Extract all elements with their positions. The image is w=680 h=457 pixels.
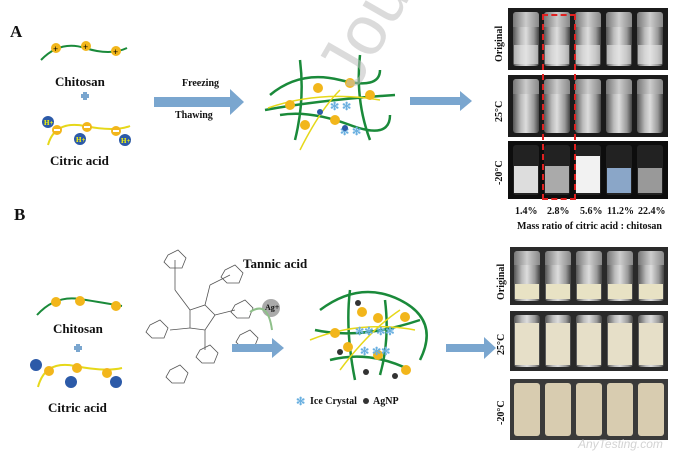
ratio-2: 2.8% bbox=[547, 206, 570, 217]
legend-agnp: AgNP bbox=[373, 396, 399, 407]
svg-text:✻ ✻✻: ✻ ✻✻ bbox=[360, 346, 390, 358]
hydrogel-network-a: ✻ ✻ ✻ ✻ bbox=[264, 54, 396, 151]
arrow-to-photos-b bbox=[446, 337, 496, 359]
photo-b-minus20c bbox=[510, 379, 668, 440]
chitosan-chain-a: + + + bbox=[40, 41, 128, 61]
svg-text:+: + bbox=[113, 47, 118, 57]
svg-text:✻✻ ✻✻: ✻✻ ✻✻ bbox=[355, 326, 395, 338]
row-label-minus20c-a: -20°C bbox=[494, 160, 505, 185]
panel-b-label: B bbox=[14, 205, 26, 224]
arrow-reaction-b bbox=[232, 338, 284, 358]
svg-text:H+: H+ bbox=[76, 136, 85, 144]
photo-a-minus20c bbox=[508, 141, 668, 199]
chitosan-label-b: Chitosan bbox=[53, 321, 103, 336]
citric-acid-label-b: Citric acid bbox=[48, 400, 107, 415]
highlight-box bbox=[542, 14, 576, 200]
citric-acid-chain-a: H+ H+ H+ bbox=[42, 116, 131, 146]
ratio-caption: Mass ratio of citric acid : chitosan bbox=[517, 221, 662, 232]
photo-a-original bbox=[508, 8, 668, 70]
curved-arrow-icon bbox=[249, 307, 273, 331]
photo-b-25c bbox=[510, 311, 668, 371]
citric-acid-chain-b bbox=[30, 359, 123, 388]
row-label-25c-b: 25°C bbox=[496, 333, 507, 355]
site-watermark: AnyTesting.com bbox=[578, 437, 663, 451]
arrow-to-photos-a bbox=[410, 91, 472, 111]
citric-acid-label-a: Citric acid bbox=[50, 153, 109, 168]
row-label-minus20c-b: -20°C bbox=[496, 400, 507, 425]
ratio-3: 5.6% bbox=[580, 206, 603, 217]
chitosan-chain-b bbox=[36, 296, 123, 316]
photo-a-25c bbox=[508, 75, 668, 137]
ratio-5: 22.4% bbox=[638, 206, 666, 217]
plus-icon bbox=[74, 344, 82, 352]
thawing-label: Thawing bbox=[175, 110, 213, 121]
arrow-freeze-thaw bbox=[154, 89, 244, 115]
svg-text:H+: H+ bbox=[121, 137, 130, 145]
panel-a-label: A bbox=[10, 22, 23, 41]
plus-icon bbox=[81, 92, 89, 100]
ratio-1: 1.4% bbox=[515, 206, 538, 217]
svg-text:+: + bbox=[83, 42, 88, 52]
agnp-legend-icon bbox=[363, 398, 369, 404]
ice-crystal-legend-icon: ✻ bbox=[296, 396, 305, 408]
row-label-25c-a: 25°C bbox=[494, 100, 505, 122]
tannic-acid-label: Tannic acid bbox=[243, 256, 308, 271]
row-label-original-b: Original bbox=[496, 263, 507, 300]
freezing-label: Freezing bbox=[182, 78, 220, 89]
svg-text:H+: H+ bbox=[44, 119, 53, 127]
hydrogel-network-b: ✻✻ ✻✻ ✻ ✻✻ bbox=[309, 289, 428, 381]
legend-ice-crystal: Ice Crystal bbox=[310, 396, 357, 407]
silver-ion-label: Ag+ bbox=[265, 303, 280, 312]
chitosan-label-a: Chitosan bbox=[55, 74, 105, 89]
svg-text:+: + bbox=[53, 44, 58, 54]
photo-b-original bbox=[510, 247, 668, 305]
ratio-4: 11.2% bbox=[607, 206, 634, 217]
row-label-original-a: Original bbox=[494, 25, 505, 62]
tannic-acid-structure bbox=[145, 249, 259, 384]
svg-text:✻ ✻: ✻ ✻ bbox=[330, 101, 351, 113]
